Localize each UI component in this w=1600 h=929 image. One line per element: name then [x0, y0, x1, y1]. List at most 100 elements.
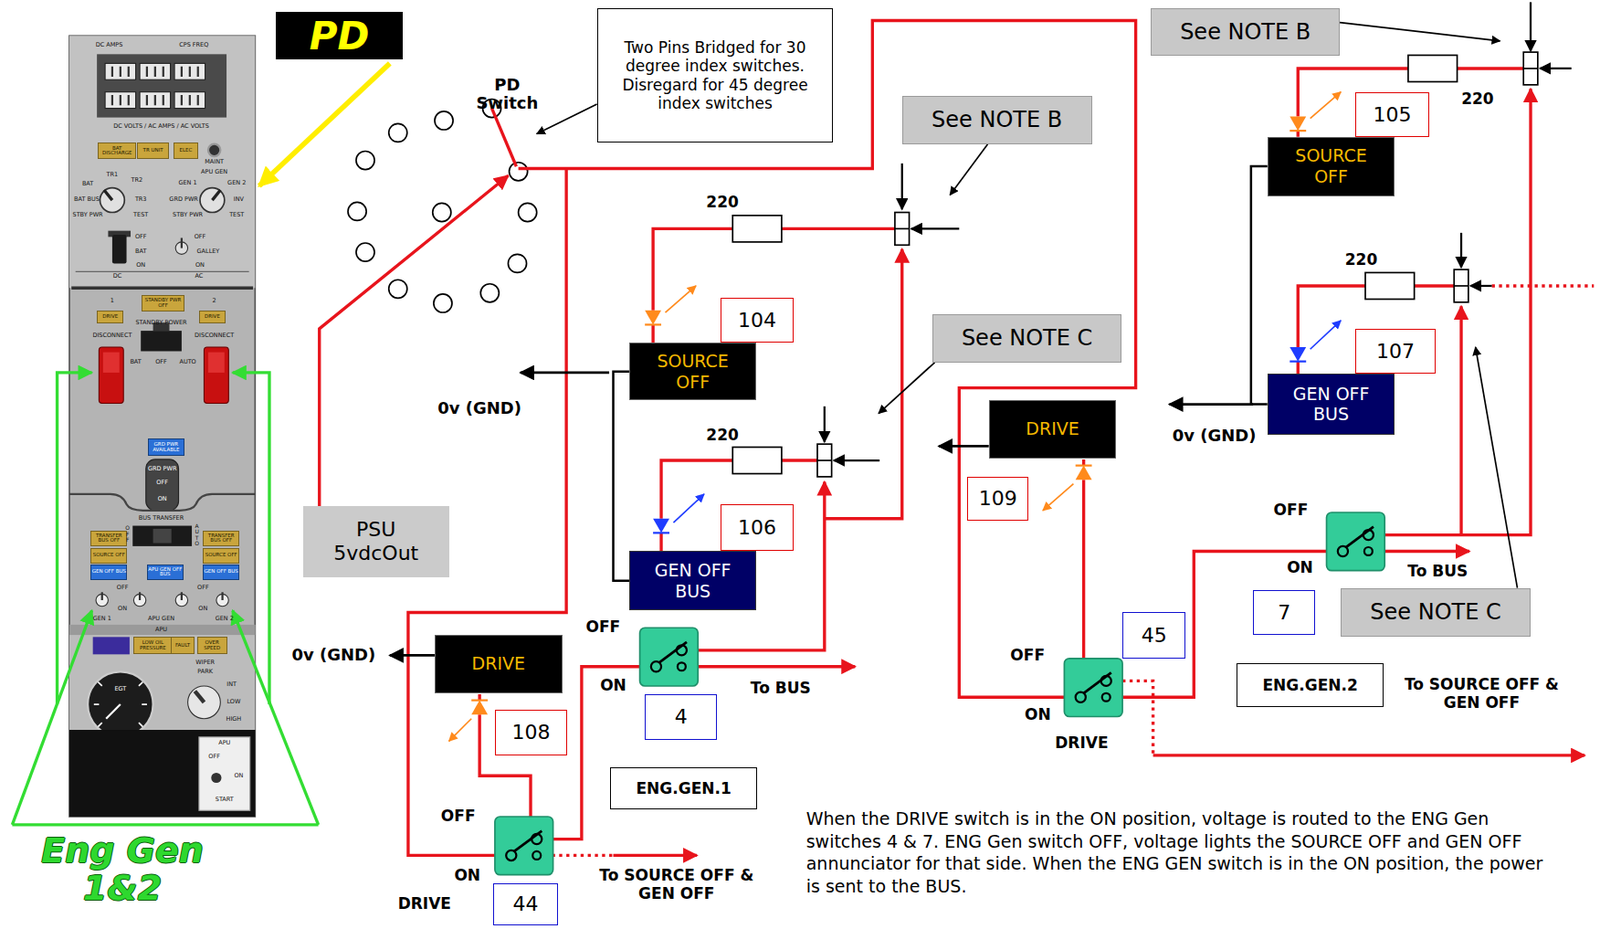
annunciator-light: SOURCE OFF	[202, 547, 240, 564]
switch-label: PD Switch	[470, 75, 544, 114]
wire-label: OFF	[1273, 501, 1309, 520]
overhead-panel	[194, 691, 204, 703]
panel-label: INV	[233, 196, 244, 203]
callout-number: 106	[720, 504, 794, 551]
overhead-panel	[69, 35, 255, 817]
panel-label: AUTO	[178, 358, 196, 366]
wire-label: DRIVE	[1054, 734, 1108, 753]
indicator-line	[232, 610, 319, 825]
callout-number: 7	[1252, 589, 1316, 635]
ground-arrow	[520, 371, 610, 375]
wire-label: To BUS	[1407, 562, 1468, 581]
overhead-panel	[104, 189, 113, 200]
led-symbol	[1289, 115, 1306, 131]
annunciator-box: SOURCE OFF	[629, 342, 757, 400]
node-text: GRD PWR AVAILABLE	[148, 442, 184, 453]
node-text: APU GEN OFF BUS	[147, 567, 183, 579]
panel-label: WIPER	[195, 659, 215, 666]
light-emission-arrow	[449, 718, 473, 742]
node-text: PD	[309, 13, 370, 59]
panel-label: OFF	[155, 358, 168, 366]
overhead-panel	[98, 347, 124, 403]
node-text: DRIVE	[102, 314, 118, 320]
selector-pin	[433, 294, 453, 313]
relay-symbol	[817, 459, 832, 462]
node-text: OVER SPEED	[198, 640, 227, 652]
light-emission-arrow	[1310, 92, 1342, 119]
annunciator-box: SOURCE OFF	[1267, 136, 1396, 197]
light-emission-arrow	[1310, 320, 1342, 349]
selector-pin	[356, 150, 375, 169]
node-text: See NOTE B	[1179, 19, 1311, 45]
signal-arrow	[1460, 232, 1463, 268]
node-text: DRIVE	[1025, 418, 1079, 440]
resistor-symbol	[732, 215, 782, 243]
group-label: ENG.GEN.2	[1236, 663, 1384, 707]
annunciator-light: BAT DISCHARGE	[97, 142, 137, 159]
node-text: 7	[1277, 600, 1291, 624]
note-reference: See NOTE B	[902, 95, 1093, 145]
panel-label: LOW	[226, 698, 241, 706]
toggle-switch	[640, 627, 699, 686]
wire	[1153, 753, 1586, 757]
selector-pin	[509, 162, 528, 181]
panel-label: TR1	[106, 171, 119, 179]
annunciator-light: APU GEN OFF BUS	[147, 564, 184, 580]
panel-label: AUTO	[194, 523, 200, 547]
node-text: 4	[674, 705, 688, 728]
overhead-panel	[102, 591, 223, 600]
annunciator-light: GEN OFF BUS	[90, 564, 127, 580]
overhead-panel	[87, 671, 154, 737]
node-text: LOW OIL PRESSURE	[134, 640, 171, 652]
node-text: TR UNIT	[143, 147, 164, 154]
dotted-wire	[551, 285, 1594, 855]
panel-label: DC VOLTS / AC AMPS / AC VOLTS	[113, 123, 210, 130]
panel-label: EGT	[114, 685, 127, 693]
light-emission-arrow	[665, 285, 697, 313]
ground-label: 0v (GND)	[1172, 426, 1257, 446]
relay-symbol	[894, 212, 910, 246]
panel-label: APU GEN	[147, 615, 175, 622]
wire	[479, 130, 1298, 700]
annunciator-light: TR UNIT	[136, 142, 170, 159]
wire-label: To SOURCE OFF & GEN OFF	[595, 865, 758, 904]
signal-arrow	[901, 163, 904, 210]
overhead-panel	[132, 526, 192, 547]
panel-label: APU GEN	[200, 168, 228, 176]
panel-label: OFF	[135, 233, 148, 241]
panel-label: 1	[110, 297, 115, 305]
node-text: SOURCE OFF	[642, 350, 745, 393]
selector-pin	[507, 253, 527, 273]
callout-number: 108	[494, 709, 568, 756]
panel-label: GEN 1	[93, 615, 112, 622]
overhead-panel	[69, 624, 255, 635]
panel-label: GEN 2	[227, 179, 246, 187]
led-symbol	[644, 323, 662, 326]
annunciator-light: FAULT	[170, 636, 196, 654]
overhead-panel	[203, 347, 229, 403]
wire-label: To BUS	[750, 679, 811, 698]
wire-label: OFF	[1010, 646, 1045, 665]
overhead-panel	[211, 189, 221, 200]
panel-label: OFF	[194, 233, 207, 241]
panel-label: OFF	[197, 584, 210, 591]
panel-label: 2	[212, 297, 217, 305]
panel-label: GEN 2	[215, 615, 234, 622]
node-text: ELEC	[178, 147, 192, 154]
annunciator-light: TRANSFER BUS OFF	[90, 530, 127, 547]
panel-label: BUS TRANSFER	[138, 515, 184, 522]
signal-arrow	[833, 459, 880, 462]
panel-label: HIGH	[225, 715, 242, 723]
panel-label: BAT BUS	[73, 196, 100, 203]
note-reference: See NOTE C	[932, 314, 1122, 363]
ground-label: 0v (GND)	[291, 645, 376, 665]
node-text: 105	[1373, 103, 1412, 127]
node-text: GEN OFF BUS	[92, 568, 127, 575]
group-label: ENG.GEN.1	[610, 767, 758, 810]
led-symbol	[652, 531, 670, 534]
overhead-panel	[200, 188, 225, 213]
node-text: FAULT	[175, 642, 190, 649]
wire-label: DRIVE	[398, 894, 452, 914]
led-symbol	[1075, 465, 1093, 481]
